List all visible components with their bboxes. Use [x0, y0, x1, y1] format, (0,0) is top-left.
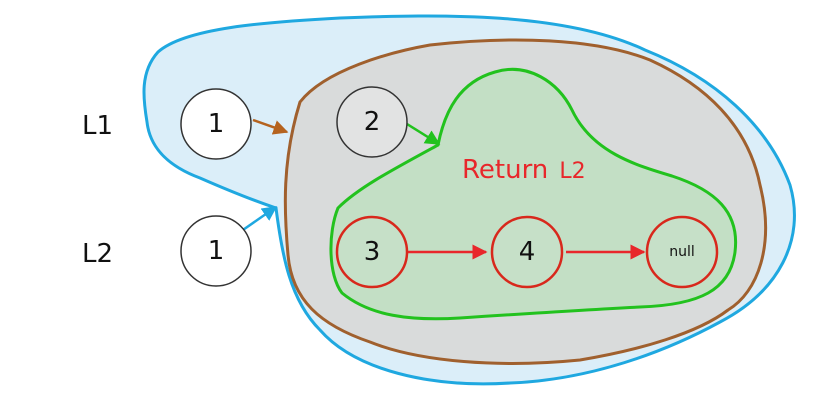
node-null: null: [645, 215, 719, 289]
arrow-l2-to-region: [239, 205, 278, 234]
return-target: L2: [559, 159, 585, 184]
node-4: 4: [490, 215, 564, 289]
node-3: 3: [335, 215, 409, 289]
label-l2: L2: [82, 239, 113, 269]
node-l2-first-value: 1: [208, 236, 225, 266]
label-l1: L1: [82, 111, 113, 141]
node-l1-second-value: 2: [364, 107, 381, 137]
node-l1-first: 1: [180, 88, 252, 160]
node-l1-first-value: 1: [208, 109, 225, 139]
node-4-value: 4: [519, 237, 536, 267]
arrow-node2-to-region: [406, 122, 441, 146]
node-l2-first: 1: [180, 215, 252, 287]
node-null-value: null: [669, 244, 695, 260]
node-3-value: 3: [364, 237, 381, 267]
return-label: Return L2: [462, 155, 586, 185]
arrow-l1-to-region: [252, 118, 289, 135]
return-word: Return: [462, 155, 548, 185]
node-l1-second: 2: [336, 86, 408, 158]
